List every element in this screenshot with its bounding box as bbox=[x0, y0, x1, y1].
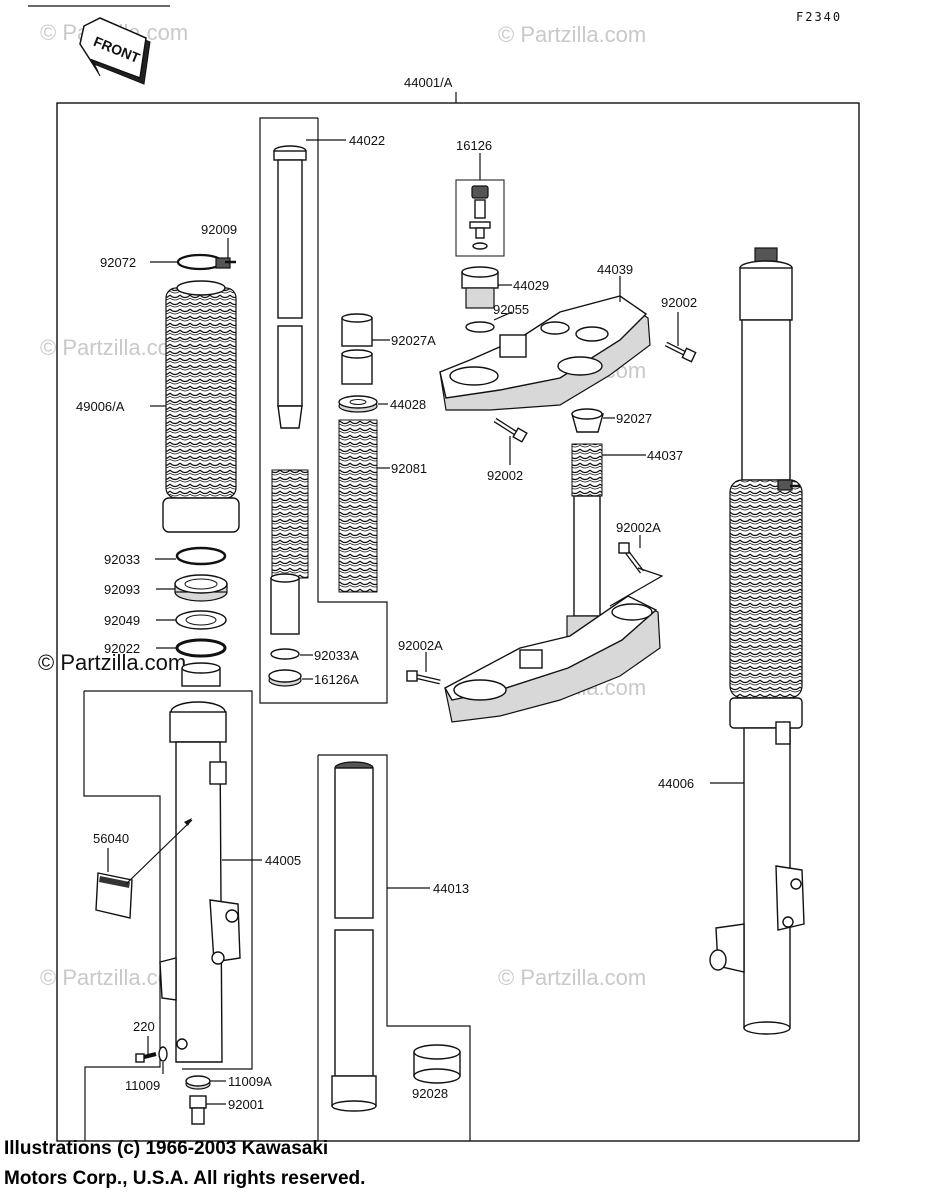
part-label-92002A-lower: 92002A bbox=[398, 638, 443, 653]
part-label-92027: 92027 bbox=[616, 411, 652, 426]
clamp-92072 bbox=[176, 253, 236, 271]
part-label-44037: 44037 bbox=[647, 448, 683, 463]
copyright-notice: Illustrations (c) 1966-2003 Kawasaki Mot… bbox=[4, 1134, 365, 1194]
part-label-92033: 92033 bbox=[104, 552, 140, 567]
washer-92049 bbox=[175, 610, 227, 630]
collar-92027A bbox=[341, 313, 373, 385]
upper-triple-clamp-44039 bbox=[439, 295, 651, 411]
damper-group-bracket bbox=[259, 117, 388, 704]
diagram-code: F2340 bbox=[796, 10, 842, 24]
part-label-16126A: 16126A bbox=[314, 672, 359, 687]
damper-rod-44022 bbox=[273, 145, 307, 429]
part-label-44022: 44022 bbox=[349, 133, 385, 148]
part-label-92028: 92028 bbox=[412, 1086, 448, 1101]
front-direction-icon: FRONT bbox=[79, 17, 151, 85]
bushing-lower bbox=[181, 662, 221, 687]
label-decal-56040 bbox=[95, 872, 133, 919]
part-label-92009: 92009 bbox=[201, 222, 237, 237]
washer-11009 bbox=[158, 1046, 168, 1062]
seal-16126A bbox=[268, 669, 302, 687]
part-label-92081: 92081 bbox=[391, 461, 427, 476]
inner-tube-bracket bbox=[318, 754, 471, 1141]
fork-boot-49006A bbox=[162, 280, 240, 533]
part-label-92027A: 92027A bbox=[391, 333, 436, 348]
ring-92033A bbox=[270, 648, 300, 660]
bushing-92022 bbox=[175, 638, 227, 658]
clip-92033 bbox=[175, 546, 227, 566]
part-label-92033A: 92033A bbox=[314, 648, 359, 663]
outer-tube-44005 bbox=[159, 701, 241, 1063]
part-label-16126: 16126 bbox=[456, 138, 492, 153]
bolt-92002-top bbox=[664, 341, 697, 363]
seal-92093 bbox=[174, 574, 228, 602]
air-valve-16126 bbox=[469, 185, 491, 250]
part-label-92002A-upper: 92002A bbox=[616, 520, 661, 535]
label-bracket-lower bbox=[84, 906, 161, 1141]
assembly-frame bbox=[56, 102, 860, 1142]
bushing-92028 bbox=[413, 1044, 461, 1084]
part-label-92072: 92072 bbox=[100, 255, 136, 270]
part-label-11009: 11009 bbox=[125, 1078, 160, 1093]
part-label-92049: 92049 bbox=[104, 613, 140, 628]
part-label-92001: 92001 bbox=[228, 1097, 264, 1112]
label-bracket bbox=[83, 691, 161, 906]
part-label-44013: 44013 bbox=[433, 881, 469, 896]
rebound-spring bbox=[270, 469, 309, 635]
leader-56040-arrow bbox=[125, 819, 193, 885]
bolt-92002A-lower bbox=[406, 670, 441, 685]
part-label-92055: 92055 bbox=[493, 302, 529, 317]
bolt-92002-mid bbox=[493, 417, 528, 443]
part-label-92093: 92093 bbox=[104, 582, 140, 597]
assembly-label: 44001/A bbox=[404, 75, 453, 90]
part-label-49006A: 49006/A bbox=[76, 399, 125, 414]
part-label-220: 220 bbox=[133, 1019, 155, 1034]
fork-spring-92081 bbox=[338, 419, 378, 593]
part-label-44029: 44029 bbox=[513, 278, 549, 293]
lower-triple-clamp bbox=[444, 595, 661, 723]
fork-leg-assembly-44006 bbox=[709, 247, 805, 1035]
watermark-text: © Partzilla.com bbox=[40, 335, 188, 360]
watermark-text: © Partzilla.com bbox=[498, 965, 646, 990]
part-label-92002-top: 92002 bbox=[661, 295, 697, 310]
copyright-line-2: Motors Corp., U.S.A. All rights reserved… bbox=[4, 1168, 366, 1189]
inner-tube-44013 bbox=[331, 761, 377, 1112]
washer-11009A bbox=[185, 1075, 211, 1090]
bolt-92001 bbox=[189, 1095, 207, 1125]
o-ring-92055 bbox=[465, 321, 495, 333]
part-label-92002-mid: 92002 bbox=[487, 468, 523, 483]
copyright-line-1: Illustrations (c) 1966-2003 Kawasaki bbox=[4, 1138, 329, 1159]
part-label-44006: 44006 bbox=[658, 776, 694, 791]
watermark-text: © Partzilla.com bbox=[38, 650, 186, 675]
screw-220 bbox=[135, 1052, 157, 1063]
fork-cap-44029 bbox=[461, 266, 499, 309]
part-label-92022: 92022 bbox=[104, 641, 140, 656]
part-label-44005: 44005 bbox=[265, 853, 301, 868]
leader-92055 bbox=[493, 311, 513, 321]
washer-44028 bbox=[338, 395, 378, 413]
part-label-56040: 56040 bbox=[93, 831, 129, 846]
leader-92002A-upper bbox=[609, 567, 664, 607]
part-label-11009A: 11009A bbox=[228, 1074, 272, 1089]
part-label-44028: 44028 bbox=[390, 397, 426, 412]
arrow-head-icon bbox=[184, 818, 192, 826]
part-label-44039: 44039 bbox=[597, 262, 633, 277]
collar-92027 bbox=[571, 408, 604, 433]
outer-tube-bracket bbox=[84, 690, 253, 1070]
watermark-text: © Partzilla.com bbox=[498, 22, 646, 47]
